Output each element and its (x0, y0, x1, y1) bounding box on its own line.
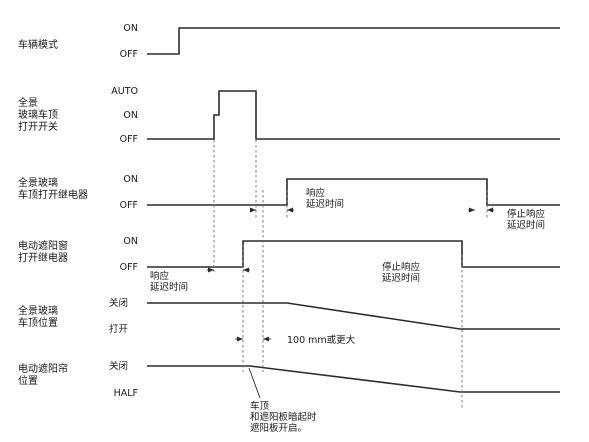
level-label: 关闭 (109, 360, 128, 372)
relay-stop-delay-label: 停止响应 延迟时间 (507, 208, 548, 231)
arrowhead (208, 267, 214, 273)
distance-label: 100 mm或更大 (287, 334, 356, 346)
vehicle-mode-signal (147, 27, 560, 55)
level-label: 打开 (109, 323, 129, 335)
level-label: ON (123, 110, 138, 121)
row-label-roof-relay: 全景玻璃 车顶打开继电器 (18, 176, 88, 201)
level-label: AUTO (111, 86, 138, 97)
level-label: OFF (120, 134, 138, 145)
roof-position-signal (147, 302, 560, 330)
arrowhead (250, 207, 256, 213)
row-label-shade-position: 电动遮阳帘 位置 (18, 362, 71, 387)
relay-response-delay-label: 响应 延迟时间 (306, 187, 344, 210)
level-label: 关闭 (109, 297, 128, 309)
roof-relay-signal (147, 178, 560, 206)
row-label-shade-relay: 电动遮阳窗 打开继电器 (18, 239, 71, 264)
note-leader-line (248, 367, 261, 399)
level-label: OFF (120, 262, 138, 273)
arrowhead (263, 336, 269, 342)
arrowhead (287, 207, 293, 213)
row-label-roof-switch: 全景 玻璃车顶 打开开关 (18, 96, 61, 133)
arrowhead (243, 267, 249, 273)
row-label-vehicle-mode: 车辆模式 (18, 38, 58, 51)
level-label: ON (123, 23, 138, 34)
shade-stop-delay-label: 停止响应 延迟时间 (382, 261, 423, 284)
level-label: ON (123, 174, 138, 185)
shade-position-signal (147, 365, 560, 393)
arrowhead (487, 207, 493, 213)
row-label-roof-position: 全景玻璃 车顶位置 (18, 304, 61, 329)
shade-response-delay-label: 响应 延迟时间 (150, 270, 188, 293)
simultaneous-open-note: 车顶 和遮阳板暗起时 遮阳板开启。 (250, 400, 320, 434)
level-label: OFF (120, 200, 138, 211)
arrowhead (469, 207, 475, 213)
arrowhead (237, 336, 243, 342)
shade-relay-signal (147, 240, 560, 268)
level-label: HALF (114, 388, 138, 399)
roof-switch-signal (147, 90, 560, 140)
level-label: OFF (120, 49, 138, 60)
level-label: ON (123, 236, 138, 247)
